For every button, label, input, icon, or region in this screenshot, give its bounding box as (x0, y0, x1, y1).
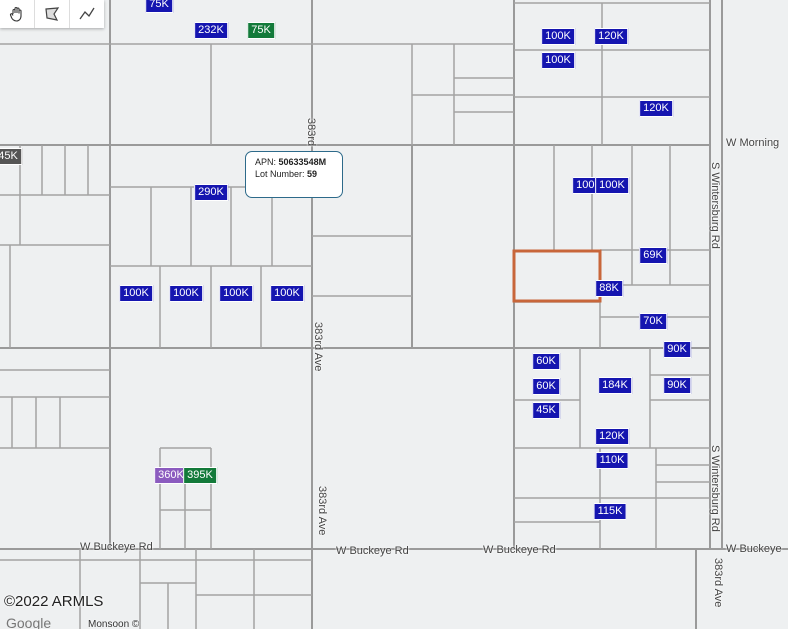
price-marker[interactable]: 115K (593, 503, 627, 520)
price-marker[interactable]: 75K (247, 22, 275, 39)
polygon-draw-icon (45, 7, 60, 21)
price-marker[interactable]: 45K (532, 402, 560, 419)
road-label-w-buckeye: W Buckeye (726, 543, 782, 555)
copyright-text: ©2022 ARMLS (4, 593, 104, 610)
road-label-w-buckeye: W Buckeye Rd (483, 544, 556, 556)
polygon-draw-tool[interactable] (35, 0, 70, 28)
price-marker[interactable]: 100K (219, 285, 253, 302)
price-marker[interactable]: 45K (0, 148, 22, 165)
road-label-383rd-ave: 383rd Ave (312, 322, 324, 372)
road-label-s-wintersburg: S Wintersburg Rd (709, 162, 721, 249)
price-marker[interactable]: 70K (639, 313, 667, 330)
lot-label: Lot Number: (255, 169, 305, 179)
road-label-w-buckeye: W Buckeye Rd (80, 541, 153, 553)
price-marker[interactable]: 60K (532, 378, 560, 395)
price-marker[interactable]: 100K (270, 285, 304, 302)
price-marker[interactable]: 100K (119, 285, 153, 302)
road-label-w-morning: W Morning (726, 137, 780, 149)
pan-hand-tool[interactable] (0, 0, 35, 28)
price-marker[interactable]: 120K (595, 428, 629, 445)
price-marker[interactable]: 69K (639, 247, 667, 264)
price-marker[interactable]: 120K (639, 100, 673, 117)
road-label-w-buckeye: W Buckeye Rd (336, 545, 409, 557)
apn-label: APN: (255, 157, 277, 167)
lot-value: 59 (307, 169, 318, 179)
line-draw-tool[interactable] (70, 0, 104, 28)
price-marker[interactable]: 100K (169, 285, 203, 302)
price-marker[interactable]: 120K (594, 28, 628, 45)
price-marker[interactable]: 88K (595, 280, 623, 297)
apn-row: APN: 50633548M (255, 156, 342, 168)
price-marker[interactable]: 360K (154, 467, 188, 484)
line-draw-icon (79, 7, 95, 20)
price-marker[interactable]: 395K (183, 467, 217, 484)
selected-parcel (512, 249, 602, 303)
data-attribution: Monsoon © (88, 619, 140, 629)
price-marker[interactable]: 60K (532, 353, 560, 370)
price-marker[interactable]: 290K (194, 184, 228, 201)
road-label-383rd-ave: 383rd Ave (712, 558, 724, 608)
price-marker[interactable]: 75K (145, 0, 173, 13)
road-label-383rd-ave: 383rd Ave (316, 486, 328, 536)
price-marker[interactable]: 100K (541, 52, 575, 69)
map-toolbar (0, 0, 104, 28)
google-logo: Google (6, 615, 52, 629)
price-marker[interactable]: 90K (663, 377, 691, 394)
price-marker[interactable]: 184K (598, 377, 632, 394)
price-marker[interactable]: 90K (663, 341, 691, 358)
lot-row: Lot Number: 59 (255, 168, 342, 180)
pan-hand-icon (9, 6, 22, 22)
road-label-s-wintersburg: S Wintersburg Rd (709, 445, 721, 532)
road-label-383rd: 383rd (305, 118, 317, 147)
parcel-info-popup: APN: 50633548M Lot Number: 59 (245, 151, 343, 198)
apn-value: 50633548M (278, 157, 327, 167)
price-marker[interactable]: 232K (194, 22, 228, 39)
price-marker[interactable]: 100K (541, 28, 575, 45)
price-marker[interactable]: 100K (595, 177, 629, 194)
price-marker[interactable]: 110K (595, 452, 629, 469)
